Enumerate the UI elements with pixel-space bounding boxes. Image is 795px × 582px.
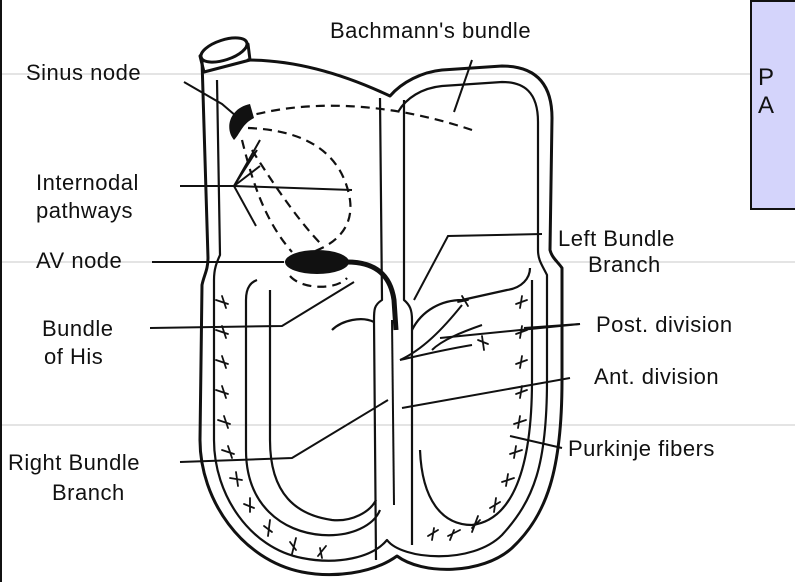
label-sinus-node: Sinus node bbox=[26, 60, 141, 85]
label-internodal-line1: Internodal bbox=[36, 170, 139, 195]
label-left-bundle-branch-line1: Left Bundle bbox=[558, 226, 675, 251]
label-left-bundle-branch-line2: Branch bbox=[588, 252, 661, 277]
purkinje-fibers bbox=[216, 296, 527, 558]
label-av-node: AV node bbox=[36, 248, 122, 273]
label-right-bundle-branch-line2: Branch bbox=[52, 480, 125, 505]
label-purkinje-fibers: Purkinje fibers bbox=[568, 436, 715, 461]
conduction-pathways bbox=[229, 104, 482, 505]
label-ant-division: Ant. division bbox=[594, 364, 719, 389]
label-bundle-of-his-line2: of His bbox=[44, 344, 103, 369]
slide-text-box: P A bbox=[750, 0, 795, 210]
label-bundle-of-his-line1: Bundle bbox=[42, 316, 114, 341]
label-post-division: Post. division bbox=[596, 312, 733, 337]
av-node-shape bbox=[285, 250, 349, 274]
slide-text-line1: P bbox=[758, 64, 795, 92]
label-right-bundle-branch-line1: Right Bundle bbox=[8, 450, 140, 475]
label-bachmanns-bundle: Bachmann's bundle bbox=[330, 18, 531, 43]
sinus-node-shape bbox=[229, 104, 254, 140]
slide-text-line2: A bbox=[758, 92, 795, 120]
label-internodal-line2: pathways bbox=[36, 198, 133, 223]
